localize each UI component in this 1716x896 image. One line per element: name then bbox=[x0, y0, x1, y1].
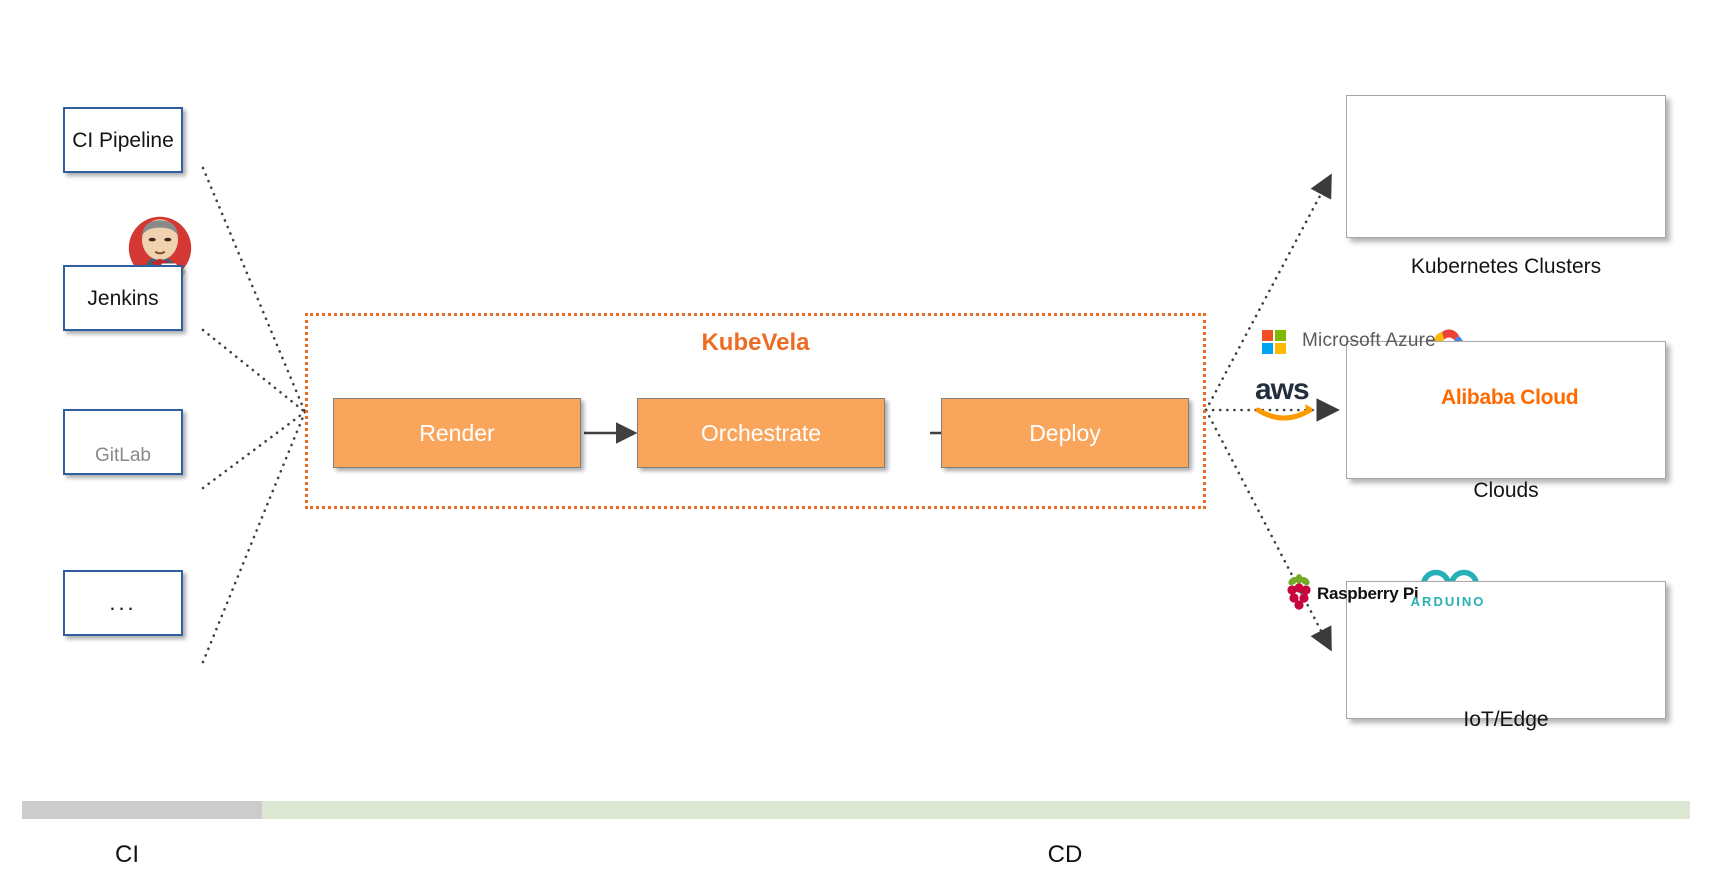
microsoft-azure-logo bbox=[1262, 330, 1286, 354]
source-box-ci-pipeline[interactable]: CI Pipeline bbox=[63, 107, 183, 173]
stage-label-deploy: Deploy bbox=[1029, 419, 1101, 446]
phase-bar-cd-segment bbox=[262, 801, 1690, 819]
target-box-iot-edge[interactable] bbox=[1346, 581, 1666, 719]
aws-smile-icon bbox=[1255, 404, 1313, 421]
target-box-kubernetes[interactable] bbox=[1346, 95, 1666, 238]
raspberry-pi-wordmark: Raspberry Pi bbox=[1317, 584, 1419, 603]
stage-box-deploy[interactable]: Deploy bbox=[941, 398, 1189, 468]
source-label-ci-pipeline: CI Pipeline bbox=[72, 128, 174, 152]
aws-wordmark: aws bbox=[1255, 373, 1310, 406]
alibaba-cloud-wordmark: Alibaba Cloud bbox=[1441, 386, 1579, 409]
source-label-jenkins: Jenkins bbox=[87, 286, 159, 310]
source-label-gitlab: GitLab bbox=[95, 445, 151, 466]
target-label-kubernetes: Kubernetes Clusters bbox=[1410, 255, 1602, 278]
target-label-clouds: Clouds bbox=[1473, 479, 1539, 502]
stage-box-orchestrate[interactable]: Orchestrate bbox=[637, 398, 885, 468]
source-box-more[interactable]: ... bbox=[63, 570, 183, 636]
phase-label-ci: CI bbox=[115, 841, 139, 868]
stage-label-render: Render bbox=[419, 419, 495, 446]
stage-label-orchestrate: Orchestrate bbox=[700, 419, 822, 446]
source-box-jenkins[interactable]: Jenkins bbox=[63, 265, 183, 331]
kubevela-container bbox=[305, 313, 1206, 509]
stage-box-render[interactable]: Render bbox=[333, 398, 581, 468]
target-connectors bbox=[1204, 173, 1340, 652]
source-connectors bbox=[201, 166, 307, 664]
source-box-gitlab[interactable]: GitLab bbox=[63, 409, 183, 475]
target-box-clouds[interactable] bbox=[1346, 341, 1666, 479]
target-label-iot-edge: IoT/Edge bbox=[1463, 708, 1549, 731]
raspberry-pi-logo bbox=[1287, 574, 1311, 610]
kubevela-title: KubeVela bbox=[701, 329, 810, 356]
arduino-wordmark: ARDUINO bbox=[1410, 594, 1486, 609]
microsoft-azure-wordmark: Microsoft Azure bbox=[1302, 330, 1436, 351]
source-label-more: ... bbox=[109, 590, 137, 615]
phase-bar-ci-segment bbox=[22, 801, 262, 819]
phase-label-cd: CD bbox=[1047, 841, 1083, 868]
